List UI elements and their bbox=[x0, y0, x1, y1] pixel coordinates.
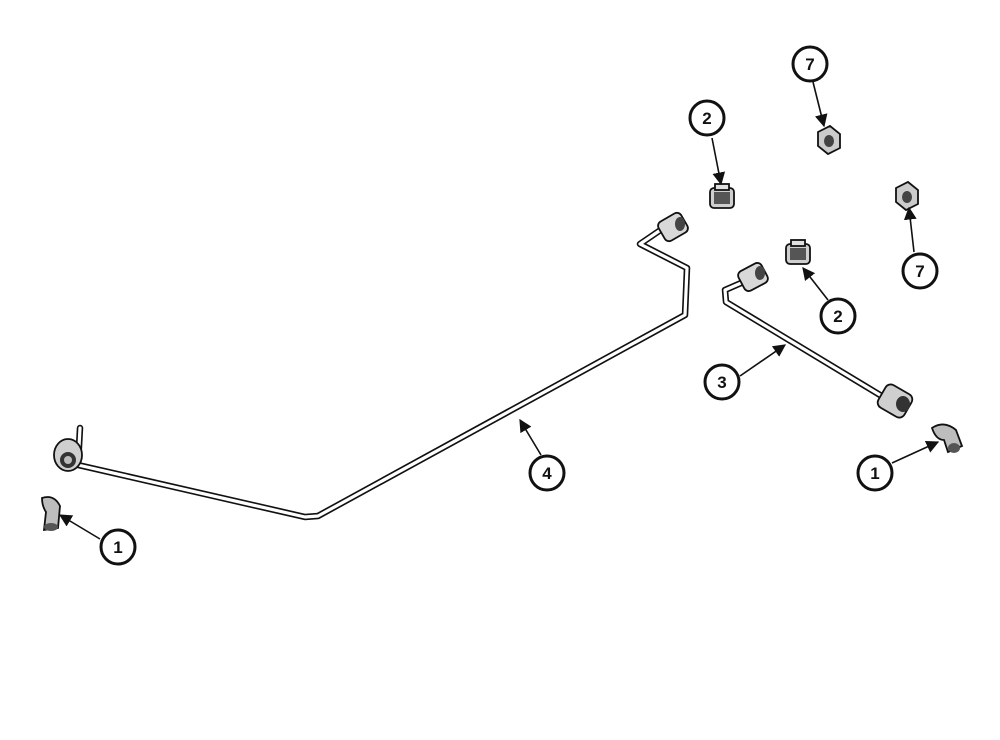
long-tube-left-nut bbox=[53, 438, 83, 472]
leader-4 bbox=[519, 418, 542, 456]
callout-2-upper: 2 bbox=[688, 99, 726, 137]
hex-nut-upper bbox=[817, 124, 841, 156]
callout-label: 1 bbox=[870, 464, 879, 483]
callout-2-lower: 2 bbox=[819, 297, 857, 335]
short-tube-bottom-nut bbox=[876, 383, 914, 419]
callout-4: 4 bbox=[528, 454, 566, 492]
elbow-fitting-left bbox=[41, 496, 61, 532]
callout-label: 2 bbox=[702, 109, 711, 128]
callout-7-lower: 7 bbox=[901, 252, 939, 290]
adapter-fitting-upper bbox=[709, 183, 735, 209]
leader-1-left bbox=[58, 514, 101, 540]
callout-label: 3 bbox=[717, 373, 726, 392]
short-tube-part-3 bbox=[721, 262, 914, 419]
callout-label: 7 bbox=[805, 55, 814, 74]
elbow-fitting-right bbox=[930, 423, 964, 454]
long-tube-right-nut bbox=[657, 211, 689, 243]
hex-nut-lower bbox=[895, 180, 919, 212]
callout-1-left: 1 bbox=[99, 528, 137, 566]
leader-7-lower bbox=[903, 206, 917, 253]
callout-1-right: 1 bbox=[856, 454, 894, 492]
callout-label: 1 bbox=[113, 538, 122, 557]
leader-2-upper bbox=[711, 137, 726, 186]
long-tube-part-4 bbox=[53, 211, 691, 521]
adapter-fitting-lower bbox=[785, 239, 811, 265]
leader-lines bbox=[58, 81, 940, 540]
leader-7-upper bbox=[812, 81, 828, 128]
leader-2-lower bbox=[802, 266, 829, 301]
callout-3: 3 bbox=[703, 363, 741, 401]
callout-label: 4 bbox=[542, 464, 552, 483]
leader-3 bbox=[739, 344, 787, 377]
callout-7-upper: 7 bbox=[791, 45, 829, 83]
leader-1-right bbox=[891, 440, 940, 464]
short-tube-top-nut bbox=[737, 262, 769, 292]
callout-label: 2 bbox=[833, 307, 842, 326]
callout-label: 7 bbox=[915, 262, 924, 281]
